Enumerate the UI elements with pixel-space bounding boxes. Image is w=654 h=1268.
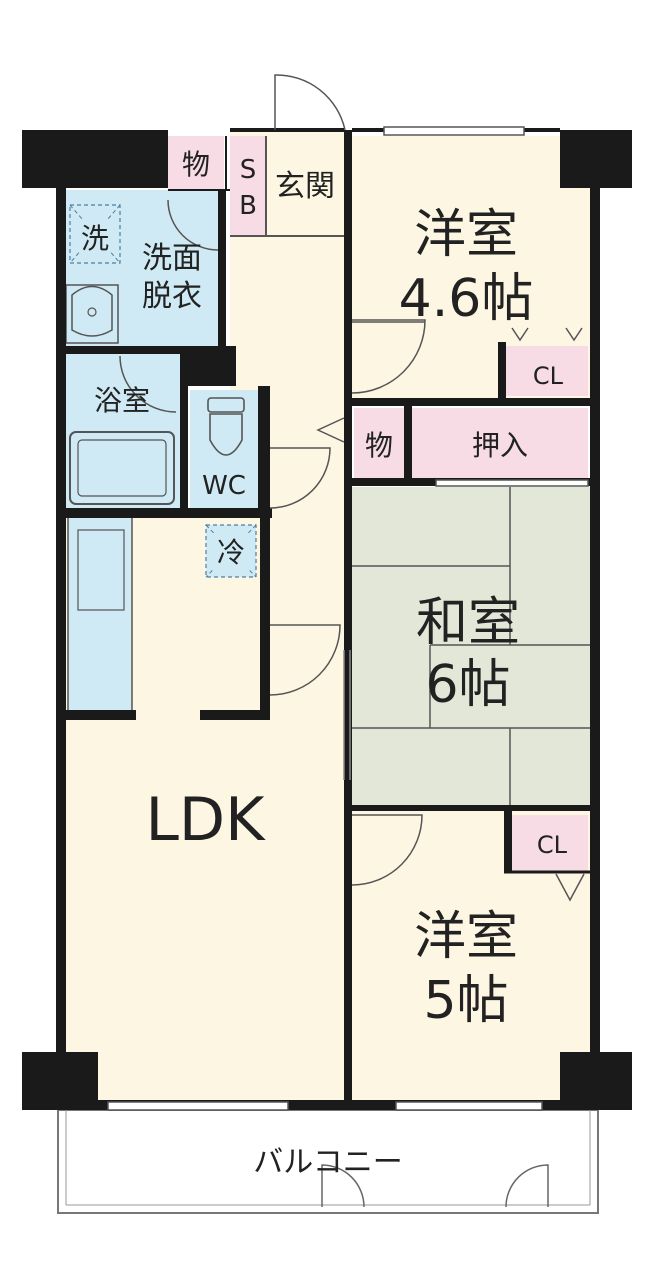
washer-space [69, 204, 121, 264]
storage-closet-b [512, 815, 588, 871]
storage-mono-top [168, 136, 224, 190]
kitchen-sink [77, 529, 125, 611]
bathtub [69, 431, 175, 505]
room-japanese-name: 和室 [416, 593, 520, 653]
kitchen-counter [67, 516, 133, 714]
room-balcony-name: バルコニー [253, 1145, 402, 1180]
closet-a-label: CL [533, 362, 564, 390]
room-western-a-size: 4.6帖 [399, 269, 534, 329]
japanese-floor [350, 487, 590, 807]
storage-mono-mid [354, 408, 404, 478]
room-ldk-name: LDK [146, 785, 267, 855]
room-western-b-name: 洋室 [414, 907, 518, 967]
room-bath-name: 浴室 [94, 384, 150, 417]
walls [22, 130, 632, 1110]
storage-oshiire [410, 408, 588, 478]
mono-mid-label: 物 [365, 429, 393, 462]
balcony-door-left [321, 1164, 365, 1208]
wc-floor [190, 390, 260, 508]
windows [107, 126, 589, 1111]
washer-label: 洗 [81, 222, 109, 255]
balcony-door-right [505, 1164, 549, 1208]
doors [119, 74, 585, 902]
room-washroom-line1: 洗面 [142, 241, 202, 276]
fridge-label: 冷 [217, 536, 245, 569]
room-japanese-size: 6帖 [425, 655, 510, 715]
washroom-floor [64, 190, 220, 346]
tatami-lines [350, 487, 590, 807]
room-entrance-name: 玄関 [275, 169, 335, 204]
room-western-a-name: 洋室 [414, 205, 518, 265]
room-wc-name: WC [202, 471, 246, 501]
storage-sb [230, 136, 266, 236]
room-washroom-line2: 脱衣 [142, 279, 202, 314]
sb-b-label: B [239, 191, 257, 221]
storage-closet-a [504, 346, 588, 396]
toilet-icon [207, 397, 245, 456]
sb-s-label: S [240, 155, 257, 185]
oshiire-label: 押入 [472, 429, 528, 462]
mono-top-label: 物 [182, 148, 210, 181]
closet-b-label: CL [537, 831, 568, 859]
room-western-b-size: 5帖 [423, 971, 508, 1031]
